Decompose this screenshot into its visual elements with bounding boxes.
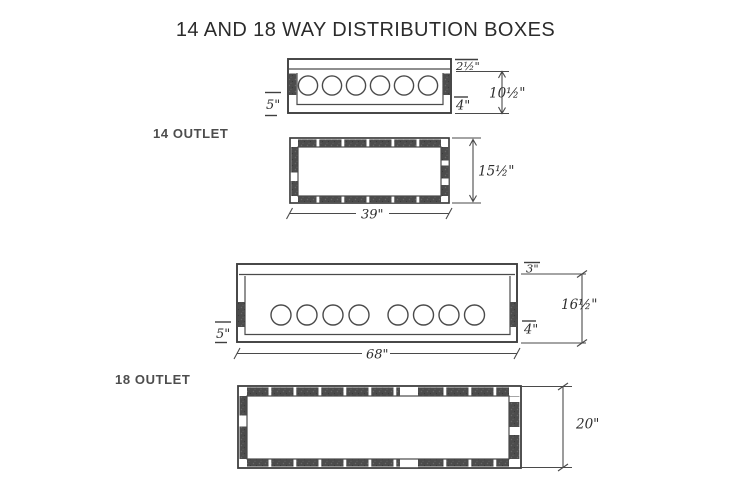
box14-front-outer	[287, 58, 452, 114]
box14-plan-inner	[297, 146, 442, 197]
box14-plan-top-band	[298, 139, 441, 147]
box14-plan-dim-height: 15½"	[478, 164, 514, 180]
box18-plan-top-band	[247, 387, 509, 396]
box14-plan-right-band	[441, 147, 449, 196]
box18-front-left-block	[237, 302, 246, 327]
arrow-up	[498, 70, 506, 79]
box18-plan-slits	[239, 387, 520, 468]
box14-plan-outer	[289, 137, 450, 204]
arrow-slash	[576, 270, 588, 278]
box14-plan-view: 15½" 39"	[286, 137, 514, 223]
arrow-slash	[557, 382, 569, 391]
box18-front-dim-height: 16½"	[561, 297, 597, 313]
box14-front-dim-left: 5"	[266, 98, 280, 113]
box14-plan-dim-width: 39"	[361, 208, 384, 223]
arrow-slash	[286, 207, 293, 220]
box18-plan-bottom-band	[247, 459, 509, 467]
arrow-slash	[445, 207, 453, 220]
box18-front-dim-width: 68"	[366, 348, 389, 363]
arrow-slash	[557, 463, 569, 472]
box18-label: 18 OUTLET	[115, 372, 191, 387]
page-title: 14 AND 18 WAY DISTRIBUTION BOXES	[175, 19, 556, 41]
box14-plan-left-band	[291, 147, 298, 196]
box14-front-view: 5" 2½" 4" 10½"	[265, 58, 525, 117]
box18-front-dim-left: 5"	[216, 327, 230, 342]
box14-front-dim-top-right: 2½"	[455, 59, 480, 73]
box18-plan-view: 20"	[237, 382, 599, 472]
box14-front-right-block	[442, 73, 451, 95]
box18-plan-dim-height: 20"	[575, 417, 599, 433]
box18-front-dim-top-right: 3"	[526, 262, 539, 276]
box14-front-dim-bottom-right: 4"	[455, 99, 470, 114]
box18-outlet-holes	[270, 304, 486, 326]
box14-outlet-holes	[297, 75, 439, 96]
box18-front-view: 5" 3" 4" 16½" 68"	[215, 262, 597, 363]
box14-plan-slits	[290, 139, 449, 203]
box14-front-dim-height: 10½"	[489, 86, 525, 102]
arrow-down	[498, 106, 506, 115]
box18-front-dim-bottom-right: 4"	[523, 323, 538, 338]
box18-plan-left-band	[239, 396, 247, 459]
box14-plan-bottom-band	[298, 196, 441, 203]
arrow-slash	[233, 347, 241, 360]
box14-front-left-block	[288, 73, 297, 95]
box18-front-outer	[236, 263, 518, 343]
box14-front-panel	[296, 73, 444, 106]
arrow-slash	[513, 347, 521, 360]
box18-front-right-block	[509, 302, 518, 327]
arrow-up	[469, 138, 477, 147]
arrow-slash	[576, 339, 588, 347]
box18-plan-outer	[237, 385, 522, 469]
box14-label: 14 OUTLET	[153, 126, 229, 141]
arrow-down	[469, 194, 477, 203]
box18-plan-inner	[246, 395, 510, 460]
